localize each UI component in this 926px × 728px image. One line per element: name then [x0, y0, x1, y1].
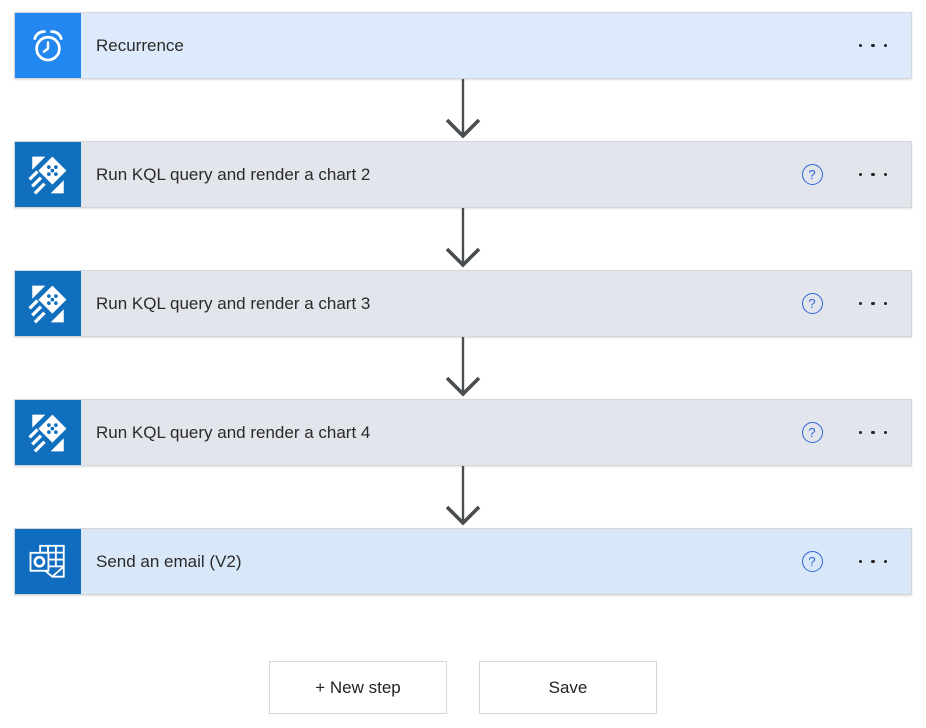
ellipsis-dot: [883, 43, 887, 48]
workflow-step-card-3[interactable]: Run KQL query and render a chart 3 ?: [14, 270, 912, 337]
kql-chart-icon: [27, 412, 69, 454]
save-button[interactable]: Save: [479, 661, 657, 714]
workflow-step-card-5[interactable]: Send an email (V2) ?: [14, 528, 912, 595]
ellipsis-dot: [883, 559, 887, 564]
kql-chart-icon: [27, 283, 69, 325]
down-arrow-icon: [445, 466, 481, 526]
step-actions: ?: [801, 164, 912, 185]
footer-actions: + New step Save: [0, 661, 926, 714]
ellipsis-dot: [871, 430, 875, 435]
kql-chart-icon: [27, 154, 69, 196]
ellipsis-dot: [883, 172, 887, 177]
step-title: Run KQL query and render a chart 2: [96, 164, 371, 184]
help-icon[interactable]: ?: [801, 164, 823, 185]
workflow-step-card-1[interactable]: Recurrence ?: [14, 12, 912, 79]
ellipsis-dot: [871, 43, 875, 48]
ellipsis-dot: [858, 172, 862, 177]
ellipsis-dot: [858, 301, 862, 306]
step-title: Send an email (V2): [96, 551, 242, 571]
step-title: Run KQL query and render a chart 4: [96, 422, 371, 442]
ellipsis-dot: [883, 301, 887, 306]
step-icon-tile: [15, 13, 81, 78]
ellipsis-dot: [858, 430, 862, 435]
ellipsis-dot: [883, 430, 887, 435]
step-actions: ?: [801, 293, 912, 314]
step-title: Run KQL query and render a chart 3: [96, 293, 371, 313]
ellipsis-dot: [858, 559, 862, 564]
ellipsis-menu-button[interactable]: [857, 39, 890, 53]
flow-connector: [0, 337, 926, 399]
help-icon[interactable]: ?: [801, 551, 823, 572]
outlook-email-icon: [27, 541, 69, 583]
step-actions: ?: [801, 551, 912, 572]
workflow-step-card-4[interactable]: Run KQL query and render a chart 4 ?: [14, 399, 912, 466]
ellipsis-menu-button[interactable]: [857, 426, 890, 440]
step-icon-tile: [15, 529, 81, 594]
workflow-step-card-2[interactable]: Run KQL query and render a chart 2 ?: [14, 141, 912, 208]
step-icon-tile: [15, 142, 81, 207]
ellipsis-menu-button[interactable]: [857, 168, 890, 182]
step-title: Recurrence: [96, 35, 184, 55]
flow-connector: [0, 466, 926, 528]
flow-connector: [0, 79, 926, 141]
flow-connector: [0, 208, 926, 270]
step-icon-tile: [15, 400, 81, 465]
ellipsis-menu-button[interactable]: [857, 297, 890, 311]
down-arrow-icon: [445, 337, 481, 397]
ellipsis-dot: [871, 172, 875, 177]
step-actions: ?: [823, 39, 912, 53]
down-arrow-icon: [445, 208, 481, 268]
help-icon[interactable]: ?: [801, 422, 823, 443]
help-icon[interactable]: ?: [801, 293, 823, 314]
step-actions: ?: [801, 422, 912, 443]
alarm-clock-icon: [27, 25, 69, 67]
ellipsis-dot: [858, 43, 862, 48]
ellipsis-dot: [871, 301, 875, 306]
ellipsis-menu-button[interactable]: [857, 555, 890, 569]
ellipsis-dot: [871, 559, 875, 564]
new-step-button[interactable]: + New step: [269, 661, 447, 714]
workflow-steps: Recurrence ? Run KQL query and render a …: [0, 12, 926, 595]
step-icon-tile: [15, 271, 81, 336]
down-arrow-icon: [445, 79, 481, 139]
